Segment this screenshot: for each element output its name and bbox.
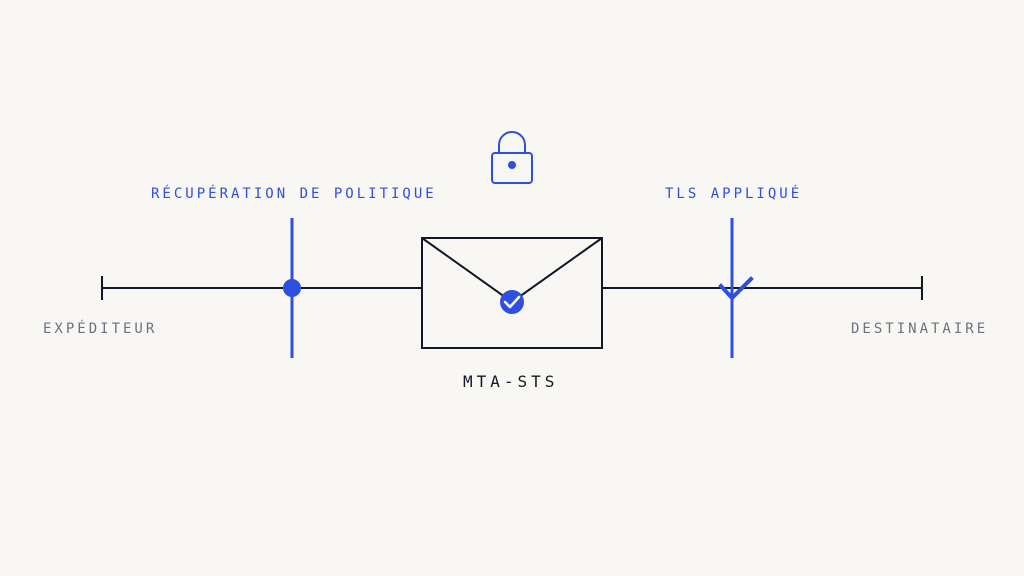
mta-sts-label: MTA-STS (463, 372, 559, 391)
sender-label: EXPÉDITEUR (43, 321, 158, 337)
check-mark-icon (718, 276, 754, 301)
recipient-label: DESTINATAIRE (851, 321, 989, 337)
policy-fetch-label: RÉCUPÉRATION DE POLITIQUE (151, 186, 437, 202)
tls-enforced-label: TLS APPLIQUÉ (665, 186, 803, 202)
lock-icon (491, 131, 533, 184)
policy-fetch-node (283, 279, 301, 297)
check-badge-icon (500, 290, 524, 314)
